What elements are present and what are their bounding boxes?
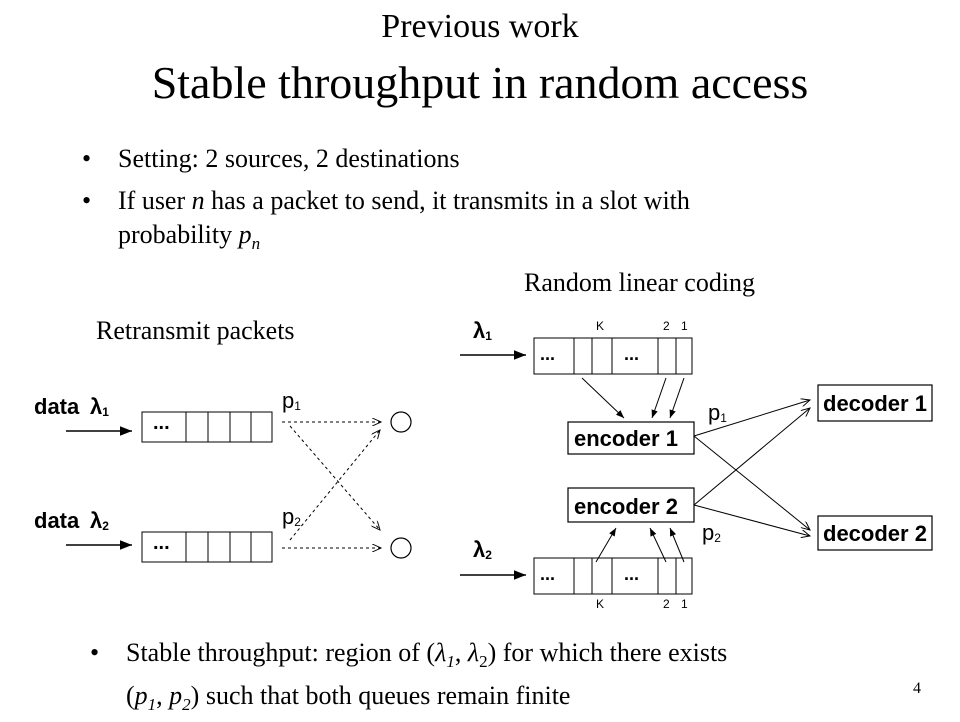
enc2-dec1-link: [693, 408, 810, 506]
p2-label-right: p2: [702, 520, 721, 545]
slide-subtitle: Previous work: [381, 8, 579, 45]
coded-queue-1-dots-b: ...: [624, 344, 639, 364]
bullet-marker: •: [90, 638, 100, 667]
lambda-2-label-right: λ2: [473, 537, 492, 562]
p1-label-right: p1: [708, 400, 727, 425]
bullet-transmit-text-a: If user: [118, 186, 192, 215]
p2-sub: 2: [182, 695, 191, 715]
decoder-1-label: decoder 1: [823, 391, 927, 416]
two-label-bottom: 2: [663, 597, 670, 611]
bullet-setting: • Setting: 2 sources, 2 destinations: [82, 142, 460, 176]
bullet-marker: •: [82, 186, 92, 215]
prob-var: p: [238, 220, 252, 249]
right-caption: Random linear coding: [524, 268, 756, 297]
enc2-dec2-link: [693, 504, 810, 536]
decoder-1-box: [817, 384, 933, 422]
bullet-stable-text-b: ) for which there exists: [487, 638, 728, 667]
decoder-2-label: decoder 2: [823, 521, 927, 546]
p1-var: p: [134, 681, 148, 711]
coded-arrow-1a: [581, 377, 625, 419]
bullet-setting-text: Setting: 2 sources, 2 destinations: [118, 144, 460, 173]
queue-2-dots: ...: [153, 532, 170, 554]
sep1: ,: [454, 638, 468, 667]
link-2-1: [289, 430, 380, 541]
encoder-2-label: encoder 2: [574, 494, 678, 519]
p1-sub: 1: [147, 695, 157, 715]
bullet-transmit-text-c: probability: [118, 220, 239, 249]
coded-arrow-1b: [651, 377, 667, 419]
slide-title: Stable throughput in random access: [151, 57, 809, 108]
lambda2-sub: 2: [479, 652, 488, 672]
slide-number: 4: [913, 680, 921, 697]
p1-label-left: p1: [282, 388, 301, 413]
bullet-stable-text-c: ) such that both queues remain finite: [190, 681, 571, 711]
encoder-1-label: encoder 1: [574, 426, 678, 451]
bullet-transmit-text-b: has a packet to send, it transmits in a …: [204, 186, 690, 215]
one-label-top: 1: [681, 319, 688, 333]
sep2: ,: [156, 681, 170, 711]
data-label-1: data: [34, 394, 80, 419]
user-var: n: [191, 186, 205, 215]
receiver-1: [390, 411, 412, 433]
paren-open: (: [126, 681, 135, 711]
lambda-2-label: λ2: [90, 508, 109, 533]
link-1-2: [289, 425, 380, 530]
queue-1-dots: ...: [153, 412, 170, 434]
encoder-1-box: [567, 421, 695, 455]
coded-queue-2: [533, 557, 693, 595]
enc1-dec1-link: [693, 400, 810, 437]
lambda-1-label-right: λ1: [473, 318, 492, 343]
coded-arrow-2b: [649, 527, 667, 563]
coded-arrow-1c: [669, 377, 685, 419]
lambda-1-label: λ1: [90, 394, 109, 419]
p2-var: p: [169, 681, 183, 711]
left-caption: Retransmit packets: [96, 316, 295, 345]
k-label-top: K: [596, 319, 604, 333]
receiver-2: [390, 537, 412, 559]
data-label-2: data: [34, 508, 80, 533]
bullet-stable: • Stable throughput: region of (λ1, λ2) …: [90, 636, 728, 722]
coded-queue-1-dots-a: ...: [540, 344, 555, 364]
lambda1: λ: [435, 638, 447, 667]
two-label-top: 2: [663, 319, 670, 333]
coded-arrow-2c: [669, 527, 685, 563]
coded-queue-2-dots-b: ...: [624, 564, 639, 584]
lambda1-sub: 1: [446, 652, 455, 672]
decoder-2-box: [817, 515, 933, 551]
bullet-stable-text-a: Stable throughput: region of (: [126, 638, 436, 667]
lambda2: λ: [467, 638, 480, 667]
one-label-bottom: 1: [681, 597, 688, 611]
enc1-dec2-link: [693, 435, 810, 530]
queue-1: [141, 411, 273, 443]
bullet-transmit: • If user n has a packet to send, it tra…: [82, 184, 690, 261]
coded-queue-2-dots-a: ...: [540, 564, 555, 584]
k-label-bottom: K: [596, 597, 604, 611]
p2-label-left: p2: [282, 504, 301, 529]
queue-2: [141, 531, 273, 563]
encoder-2-box: [567, 487, 695, 523]
bullet-marker: •: [82, 144, 92, 173]
prob-sub: n: [251, 234, 261, 254]
coded-arrow-2a: [595, 527, 617, 563]
coded-queue-1: [533, 337, 693, 375]
